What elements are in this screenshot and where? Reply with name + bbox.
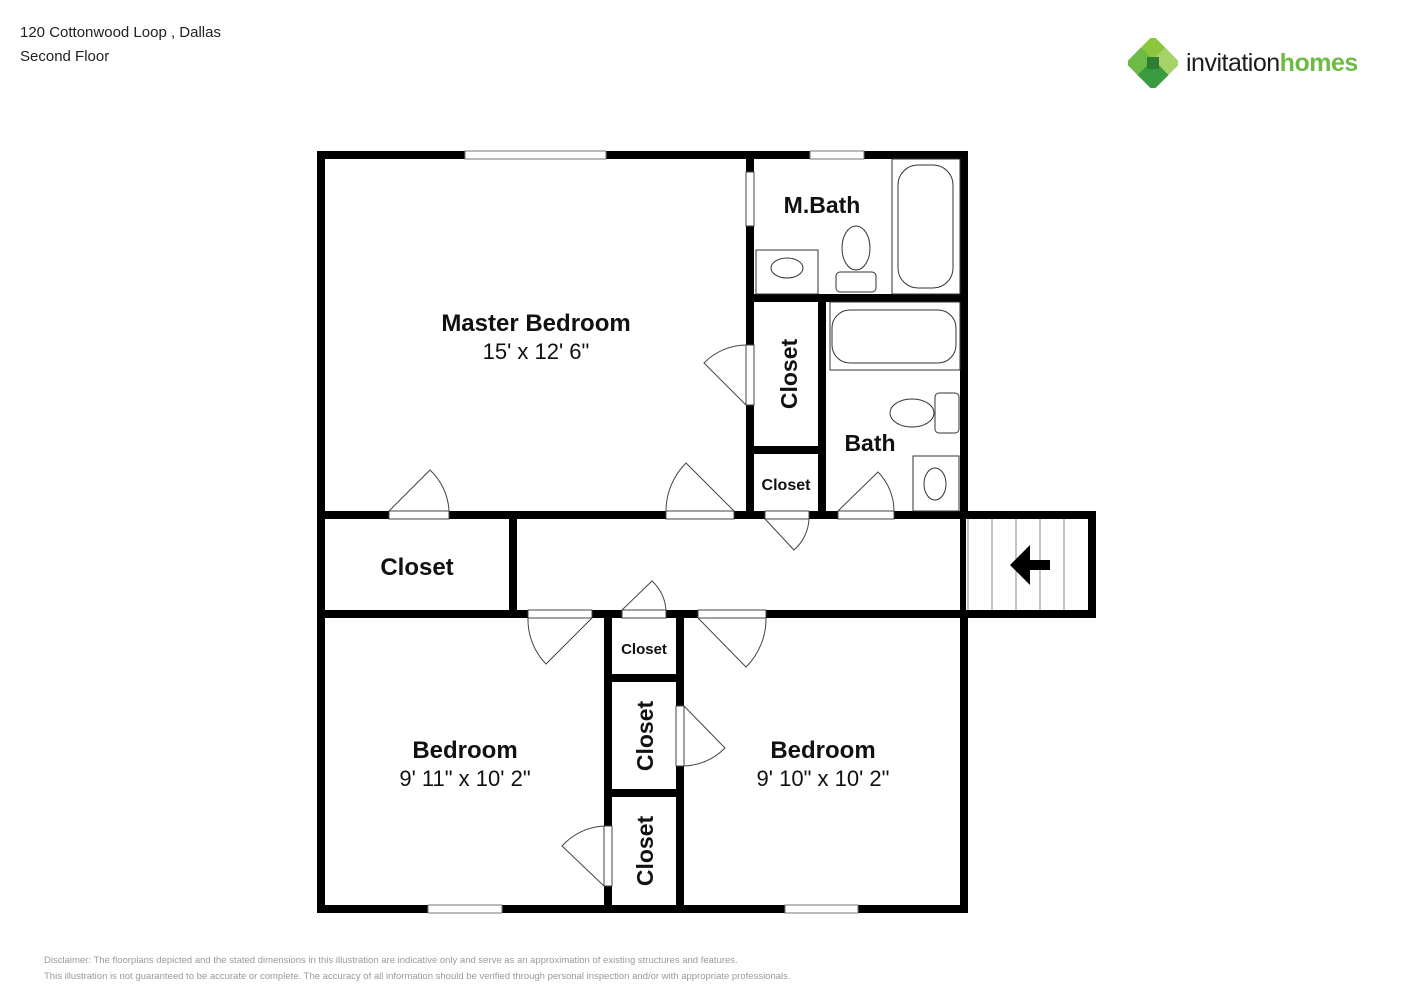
room-label-master-bedroom: Master Bedroom [441,310,630,337]
room-label-bedroom: Bedroom [770,737,875,764]
bathtub-icon [897,164,954,289]
address: 120 Cottonwood Loop , Dallas [20,24,221,41]
disclaimer-line: Disclaimer: The floorplans depicted and … [44,955,738,966]
walls [317,151,1096,913]
toilet-icon [934,392,960,434]
toilet-icon [841,225,871,271]
logo-text: invitationhomes [1186,48,1358,77]
disclaimer: Disclaimer: The floorplans depicted and … [44,953,791,985]
floor-label: Second Floor [20,48,110,65]
bathtub-icon [831,309,957,364]
logo-mark-icon [1128,38,1178,88]
doors [388,171,895,887]
room-label-closet: Closet [632,701,658,772]
windows [427,150,865,914]
toilet-icon [835,271,877,293]
room-label-closet: Closet [621,641,667,658]
room-dims-bedroom: 9' 10" x 10' 2" [757,766,890,791]
room-label-closet: Closet [762,477,812,494]
room-label-closet: Closet [632,816,658,887]
stair-arrow-icon [1010,545,1050,585]
disclaimer-line: This illustration is not guaranteed to b… [44,971,791,982]
address-block: 120 Cottonwood Loop , Dallas Second Floo… [20,21,221,69]
room-label-master-bath: M.Bath [784,192,861,218]
brand-logo: invitationhomes [1128,38,1358,88]
room-label-closet: Closet [380,554,453,581]
fixtures [755,158,961,512]
room-dims-master-bedroom: 15' x 12' 6" [483,339,590,364]
room-label-bath: Bath [844,430,895,456]
room-label-bedroom: Bedroom [412,737,517,764]
room-label-closet: Closet [776,339,802,410]
room-dims-bedroom: 9' 11" x 10' 2" [399,766,530,791]
sink-icon [912,455,960,512]
